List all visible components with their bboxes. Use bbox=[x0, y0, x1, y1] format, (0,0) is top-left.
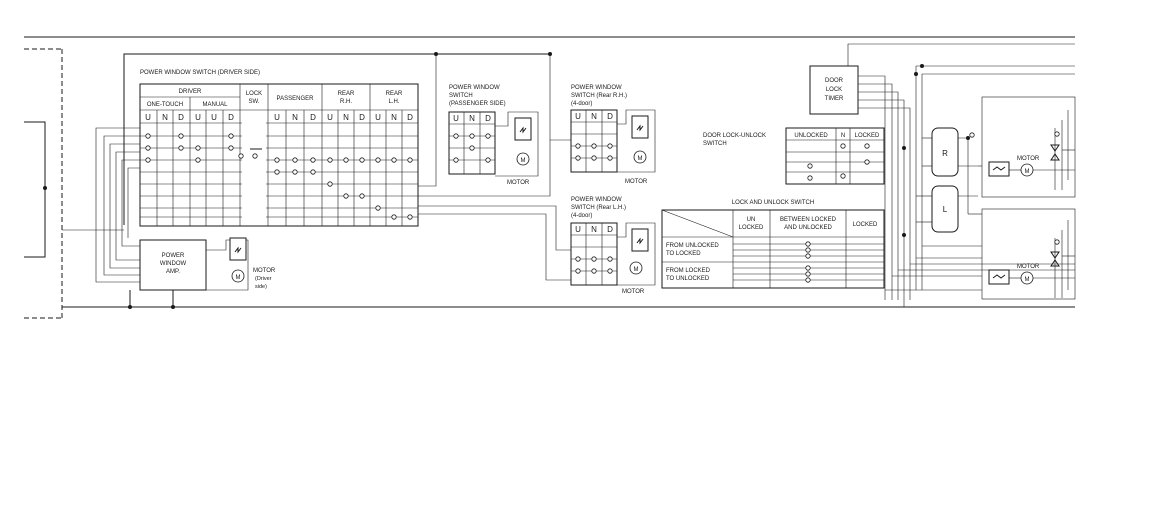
lock-sw-label-1: LOCK bbox=[246, 91, 262, 97]
svg-text:TO LOCKED: TO LOCKED bbox=[666, 251, 701, 257]
passenger-motor-label: MOTOR bbox=[507, 180, 530, 186]
svg-text:LOCK AND UNLOCK SWITCH: LOCK AND UNLOCK SWITCH bbox=[732, 200, 814, 206]
lock-sw-label-2: SW. bbox=[248, 99, 259, 105]
svg-text:D: D bbox=[607, 225, 613, 234]
rear-rh-switch: POWER WINDOW SWITCH (Rear R.H.) (4-door)… bbox=[418, 54, 656, 197]
svg-text:M: M bbox=[1025, 277, 1030, 283]
driver-label: DRIVER bbox=[179, 89, 202, 95]
passenger-switch: POWER WINDOW SWITCH (PASSENGER SIDE) U N… bbox=[418, 54, 539, 187]
svg-text:SWITCH (Rear R.H.): SWITCH (Rear R.H.) bbox=[571, 93, 627, 99]
door-lock-timer: DOOR LOCK TIMER bbox=[809, 43, 1075, 307]
svg-text:N: N bbox=[162, 113, 168, 122]
svg-text:FROM LOCKED: FROM LOCKED bbox=[666, 268, 711, 274]
manual-label: MANUAL bbox=[202, 102, 228, 108]
frame bbox=[24, 36, 1075, 319]
svg-text:M: M bbox=[638, 156, 643, 162]
rear-lh-label-1: REAR bbox=[386, 91, 403, 97]
svg-text:D: D bbox=[485, 114, 491, 123]
svg-text:(4-door): (4-door) bbox=[571, 101, 592, 107]
svg-text:SWITCH (Rear L.H.): SWITCH (Rear L.H.) bbox=[571, 205, 626, 211]
svg-text:AND UNLOCKED: AND UNLOCKED bbox=[784, 225, 832, 231]
svg-text:N: N bbox=[391, 113, 397, 122]
right-lock-actuators: M M MOTOR MOTOR bbox=[885, 96, 1076, 300]
driver-motor-label-3: side) bbox=[255, 284, 267, 290]
svg-text:LOCKED: LOCKED bbox=[739, 225, 764, 231]
rear-rh-motor-label: MOTOR bbox=[625, 179, 648, 185]
amp-label-2: WINDOW bbox=[160, 261, 187, 267]
rear-rh-label-1: REAR bbox=[338, 91, 355, 97]
svg-text:UN: UN bbox=[747, 217, 756, 223]
driver-position-letters: U N D U U D U N D U N D U N D bbox=[145, 113, 413, 122]
svg-text:FROM UNLOCKED: FROM UNLOCKED bbox=[666, 243, 719, 249]
driver-motor: M MOTOR (Driver side) bbox=[229, 237, 276, 290]
svg-text:R: R bbox=[942, 149, 948, 158]
svg-text:TO UNLOCKED: TO UNLOCKED bbox=[666, 276, 710, 282]
svg-text:TIMER: TIMER bbox=[825, 96, 844, 102]
svg-text:SWITCH: SWITCH bbox=[703, 141, 727, 147]
svg-text:LOCKED: LOCKED bbox=[853, 222, 878, 228]
svg-text:U: U bbox=[375, 113, 381, 122]
svg-text:U: U bbox=[195, 113, 201, 122]
amp-label-1: POWER bbox=[162, 253, 185, 259]
svg-text:D: D bbox=[407, 113, 413, 122]
driver-contacts bbox=[145, 112, 413, 224]
left-wiring bbox=[62, 127, 142, 283]
lock-unlock-switch: LOCK AND UNLOCK SWITCH UN LOCKED BETWEEN… bbox=[661, 200, 885, 289]
svg-text:POWER WINDOW: POWER WINDOW bbox=[571, 85, 622, 91]
svg-text:N: N bbox=[841, 133, 845, 139]
driver-motor-label-1: MOTOR bbox=[253, 268, 276, 274]
rear-rh-label-2: R.H. bbox=[340, 99, 352, 105]
svg-text:POWER WINDOW: POWER WINDOW bbox=[571, 197, 622, 203]
svg-text:M: M bbox=[521, 158, 526, 164]
svg-text:D: D bbox=[607, 112, 613, 121]
svg-text:N: N bbox=[591, 112, 597, 121]
svg-text:M: M bbox=[634, 267, 639, 273]
power-window-amp: POWER WINDOW AMP. bbox=[128, 239, 249, 309]
right-motor-label-bottom: MOTOR bbox=[1017, 264, 1040, 270]
right-motor-label-top: MOTOR bbox=[1017, 156, 1040, 162]
svg-text:M: M bbox=[236, 275, 241, 281]
amp-label-3: AMP. bbox=[166, 269, 180, 275]
svg-text:DOOR LOCK-UNLOCK: DOOR LOCK-UNLOCK bbox=[703, 133, 766, 139]
passenger-label: PASSENGER bbox=[277, 96, 315, 102]
svg-text:LOCK: LOCK bbox=[826, 87, 842, 93]
svg-text:N: N bbox=[292, 113, 298, 122]
svg-text:SWITCH: SWITCH bbox=[449, 93, 473, 99]
svg-text:U: U bbox=[327, 113, 333, 122]
svg-text:UNLOCKED: UNLOCKED bbox=[794, 133, 828, 139]
rear-lh-switch: POWER WINDOW SWITCH (Rear L.H.) (4-door)… bbox=[418, 197, 656, 295]
door-lock-unlock-switch: DOOR LOCK-UNLOCK SWITCH UNLOCKED N LOCKE… bbox=[703, 127, 885, 185]
svg-text:U: U bbox=[274, 113, 280, 122]
svg-text:N: N bbox=[343, 113, 349, 122]
svg-text:DOOR: DOOR bbox=[825, 78, 844, 84]
svg-text:LOCKED: LOCKED bbox=[855, 133, 880, 139]
driver-switch-title: POWER WINDOW SWITCH (DRIVER SIDE) bbox=[140, 70, 260, 76]
svg-text:BETWEEN LOCKED: BETWEEN LOCKED bbox=[780, 217, 837, 223]
svg-text:D: D bbox=[310, 113, 316, 122]
relay-section: R L bbox=[916, 127, 978, 233]
driver-switch: POWER WINDOW SWITCH (DRIVER SIDE) DRIVER bbox=[123, 52, 552, 227]
svg-text:M: M bbox=[1025, 169, 1030, 175]
driver-motor-label-2: (Driver bbox=[255, 276, 272, 282]
svg-text:U: U bbox=[211, 113, 217, 122]
svg-text:(PASSENGER SIDE): (PASSENGER SIDE) bbox=[449, 101, 506, 107]
one-touch-label: ONE-TOUCH bbox=[147, 102, 183, 108]
svg-text:U: U bbox=[145, 113, 151, 122]
svg-text:D: D bbox=[178, 113, 184, 122]
svg-text:U: U bbox=[575, 225, 581, 234]
svg-text:POWER WINDOW: POWER WINDOW bbox=[449, 85, 500, 91]
svg-text:L: L bbox=[943, 205, 948, 214]
svg-text:D: D bbox=[359, 113, 365, 122]
svg-text:U: U bbox=[575, 112, 581, 121]
svg-text:N: N bbox=[591, 225, 597, 234]
svg-text:N: N bbox=[469, 114, 475, 123]
rear-lh-label-2: L.H. bbox=[388, 99, 399, 105]
driver-switch-table bbox=[139, 83, 419, 227]
svg-text:U: U bbox=[453, 114, 459, 123]
rear-lh-motor-label: MOTOR bbox=[622, 289, 645, 295]
svg-text:(4-door): (4-door) bbox=[571, 213, 592, 219]
svg-text:D: D bbox=[228, 113, 234, 122]
